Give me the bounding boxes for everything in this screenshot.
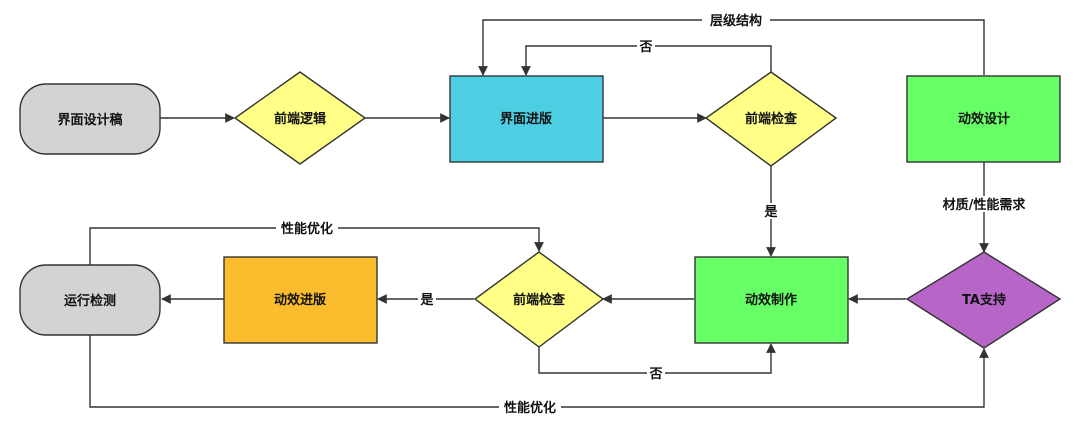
node-frontend-logic: 前端逻辑	[233, 71, 367, 165]
node-motion-design: 动效设计	[906, 75, 1061, 163]
node-design-draft-label: 界面设计稿	[57, 112, 122, 128]
node-runtime-test-label: 运行检测	[64, 293, 116, 309]
node-ui-build-label: 界面进版	[500, 111, 552, 127]
label-hierarchy: 层级结构	[710, 13, 762, 29]
node-frontend-check-bottom: 前端检查	[473, 251, 605, 348]
label-no-bottom: 否	[648, 367, 662, 382]
label-perf-opt-bottom: 性能优化	[504, 400, 556, 416]
node-motion-build: 动效进版	[223, 256, 378, 344]
node-ta-support-label: TA支持	[962, 292, 1006, 308]
node-motion-build-label: 动效进版	[274, 292, 326, 308]
label-yes-top: 是	[763, 205, 778, 220]
label-perf-opt-top: 性能优化	[281, 221, 333, 237]
node-frontend-check-bottom-label: 前端检查	[513, 292, 566, 308]
node-frontend-logic-label: 前端逻辑	[274, 111, 326, 127]
node-motion-design-label: 动效设计	[958, 111, 1010, 127]
label-no-top: 否	[638, 40, 652, 55]
node-motion-production-label: 动效制作	[745, 292, 797, 308]
label-yes-bottom: 是	[419, 293, 434, 308]
node-runtime-test: 运行检测	[19, 264, 161, 336]
node-ui-build: 界面进版	[449, 75, 604, 163]
node-design-draft: 界面设计稿	[19, 83, 161, 155]
node-motion-production: 动效制作	[694, 256, 849, 344]
node-frontend-check-top: 前端检查	[704, 71, 838, 167]
nodes: 界面设计稿 前端逻辑 界面进版 前端检查 动效设计 TA支持	[19, 71, 1062, 349]
label-material-perf: 材质/性能需求	[943, 197, 1027, 213]
edge-labels: 层级结构 否 是 材质/性能需求 性能优化 是 否 性能优化	[276, 12, 1035, 416]
node-frontend-check-top-label: 前端检查	[745, 111, 798, 127]
node-ta-support: TA支持	[905, 251, 1062, 349]
